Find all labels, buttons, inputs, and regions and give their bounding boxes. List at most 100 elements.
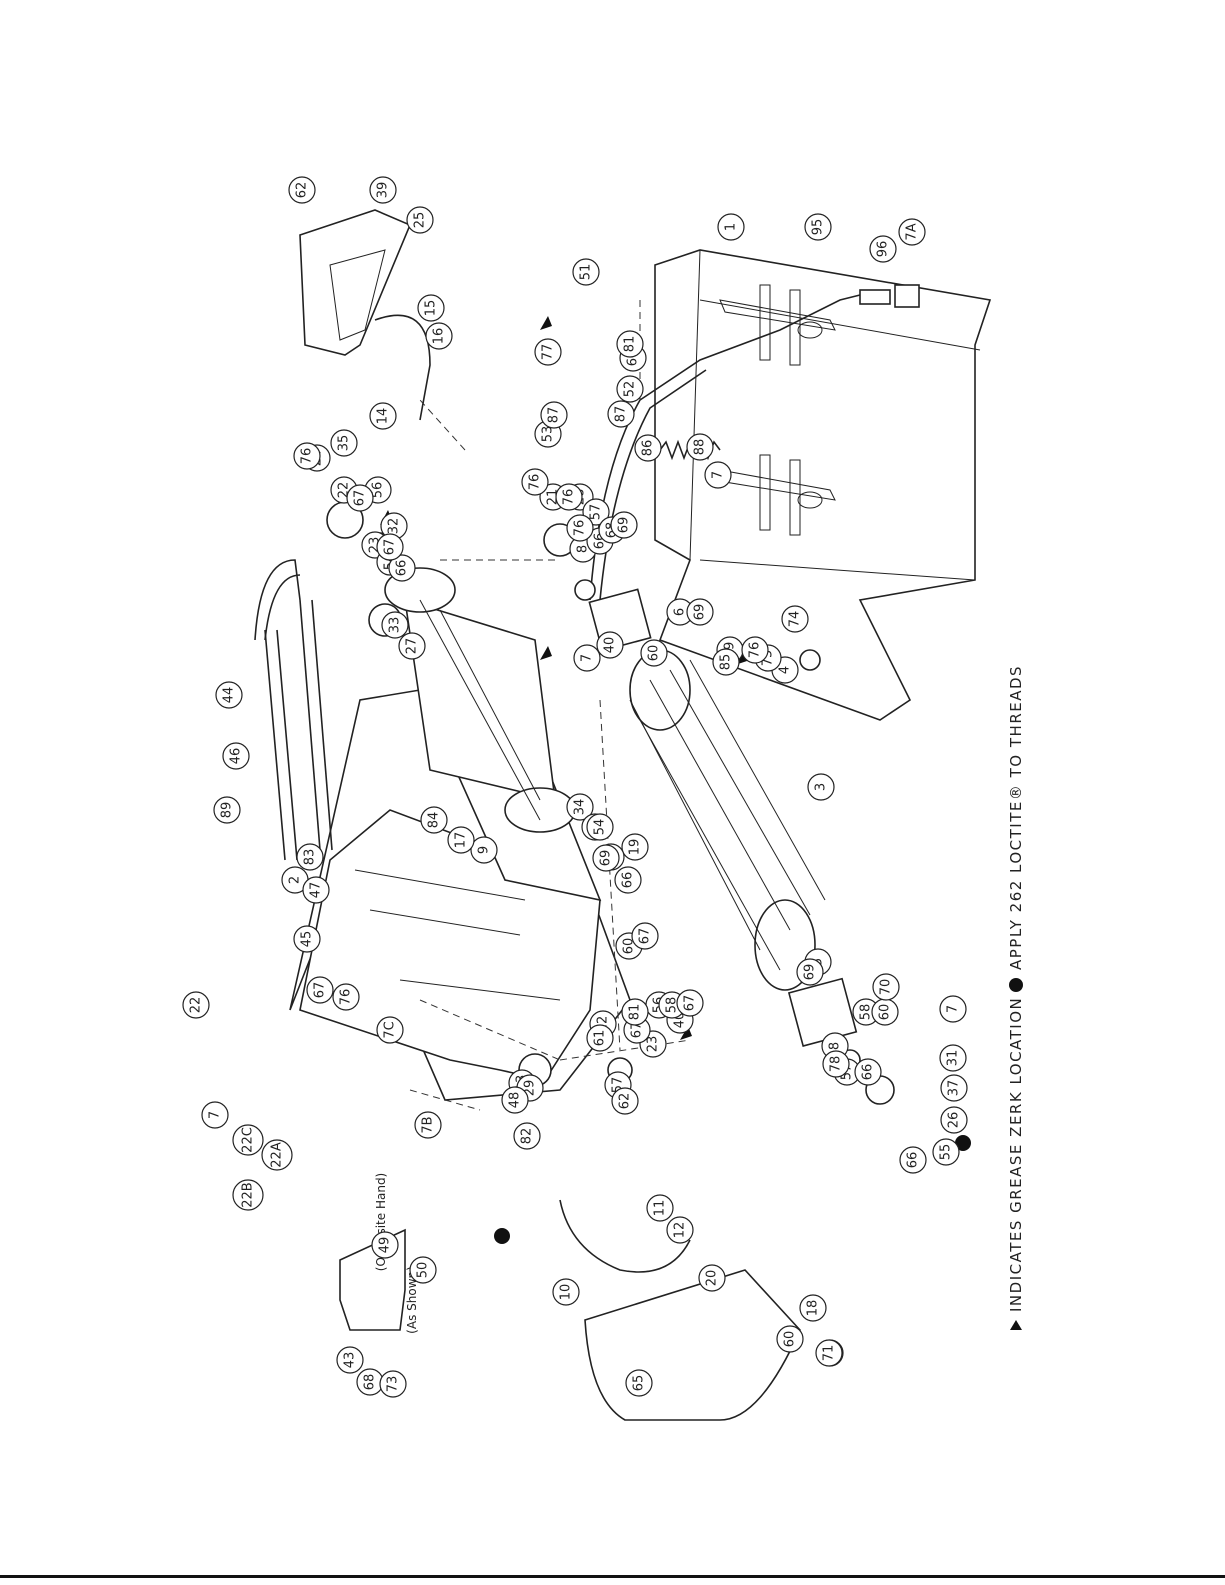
callout-number: 83	[303, 849, 318, 866]
callout-circle	[406, 206, 434, 234]
callout-number: 3	[814, 783, 829, 791]
callout-circle	[566, 793, 594, 821]
callout-number: 96	[876, 241, 891, 258]
callout-7C: 7C	[376, 1016, 404, 1044]
bottom-rule	[0, 1575, 1225, 1578]
callout-7: 7	[573, 644, 601, 672]
callout-circle	[232, 1179, 264, 1211]
callout-87: 87	[607, 400, 635, 428]
callout-number: 76	[528, 474, 543, 491]
chain-upper	[374, 314, 431, 421]
callout-number: 31	[946, 1050, 961, 1067]
callout-number: 76	[300, 448, 315, 465]
callout-76: 76	[566, 514, 594, 542]
callout-83: 83	[296, 843, 324, 871]
callout-circle	[799, 1294, 827, 1322]
callout-circle	[741, 636, 769, 664]
callout-7: 7	[939, 995, 967, 1023]
callout-number: 35	[337, 435, 352, 452]
callout-number: 25	[413, 212, 428, 229]
callout-48: 48	[501, 1086, 529, 1114]
fitting-88	[859, 289, 891, 305]
hood-frame	[589, 249, 992, 721]
callout-16: 16	[425, 322, 453, 350]
callout-number: 58	[665, 997, 680, 1014]
callout-number: 48	[508, 1092, 523, 1109]
callout-number: 69	[693, 604, 708, 621]
callout-number: 69	[599, 850, 614, 867]
callout-number: 74	[788, 611, 803, 628]
callout-22A: 22A	[261, 1139, 293, 1171]
callout-67: 67	[346, 484, 374, 512]
callout-68: 68	[356, 1368, 384, 1396]
callout-circle	[899, 1146, 927, 1174]
callout-circle	[572, 258, 600, 286]
callout-87: 87	[540, 401, 568, 429]
callout-circle	[376, 533, 404, 561]
callout-81: 81	[616, 330, 644, 358]
callout-circle	[371, 1231, 399, 1259]
callout-circle	[398, 632, 426, 660]
callout-circle	[215, 681, 243, 709]
callout-number: 77	[541, 344, 556, 361]
callout-number: 76	[748, 642, 763, 659]
callout-number: 86	[641, 440, 656, 457]
callout-number: 40	[603, 637, 618, 654]
callout-number: 88	[693, 439, 708, 456]
callout-circle	[332, 983, 360, 1011]
callout-circle	[940, 1074, 968, 1102]
callout-number: 70	[879, 979, 894, 996]
callout-number: 81	[623, 336, 638, 353]
callout-circle	[717, 213, 745, 241]
callout-number: 50	[416, 1262, 431, 1279]
loctite-marker	[955, 1135, 971, 1151]
callout-number: 43	[343, 1352, 358, 1369]
loctite-note: APPLY 262 LOCTITE® TO THREADS	[1007, 665, 1025, 970]
callout-number: 53	[541, 426, 556, 443]
callout-7: 7	[704, 461, 732, 489]
callout-number: 82	[520, 1128, 535, 1145]
callout-circle	[776, 1325, 804, 1353]
callout-circle	[607, 400, 635, 428]
callout-circle	[213, 796, 241, 824]
callout-number: 10	[559, 1284, 574, 1301]
callout-circle	[379, 1370, 407, 1398]
callout-number: 46	[229, 748, 244, 765]
callout-number: 7	[208, 1111, 223, 1119]
bearing-7-upper	[574, 579, 596, 601]
top-shield	[299, 209, 412, 356]
lower-cover	[584, 1269, 801, 1421]
callout-circle	[796, 958, 824, 986]
callout-circle	[621, 833, 649, 861]
callout-35: 35	[330, 429, 358, 457]
callout-circle	[940, 1106, 968, 1134]
callout-1: 1	[717, 213, 745, 241]
callout-number: 44	[222, 687, 237, 704]
callout-number: 22B	[241, 1182, 256, 1207]
callout-number: 14	[376, 408, 391, 425]
callout-circle	[872, 973, 900, 1001]
callout-66: 66	[899, 1146, 927, 1174]
callout-number: 12	[673, 1222, 688, 1239]
callout-number: 7B	[421, 1116, 436, 1133]
callout-circle	[573, 644, 601, 672]
callout-number: 26	[947, 1112, 962, 1129]
callout-number: 8	[576, 545, 591, 553]
callout-60: 60	[776, 1325, 804, 1353]
callout-67: 67	[631, 922, 659, 950]
callout-43: 43	[336, 1346, 364, 1374]
callout-circle	[898, 218, 926, 246]
callout-circle	[712, 648, 740, 676]
callout-number: 69	[617, 517, 632, 534]
callout-number: 4	[778, 666, 793, 674]
callout-number: 27	[405, 638, 420, 655]
callout-circle	[534, 338, 562, 366]
callout-number: 67	[630, 1022, 645, 1039]
callout-number: 66	[621, 872, 636, 889]
callout-69: 69	[686, 598, 714, 626]
callout-number: 29	[523, 1080, 538, 1097]
callout-number: 34	[573, 799, 588, 816]
callout-34: 34	[566, 793, 594, 821]
